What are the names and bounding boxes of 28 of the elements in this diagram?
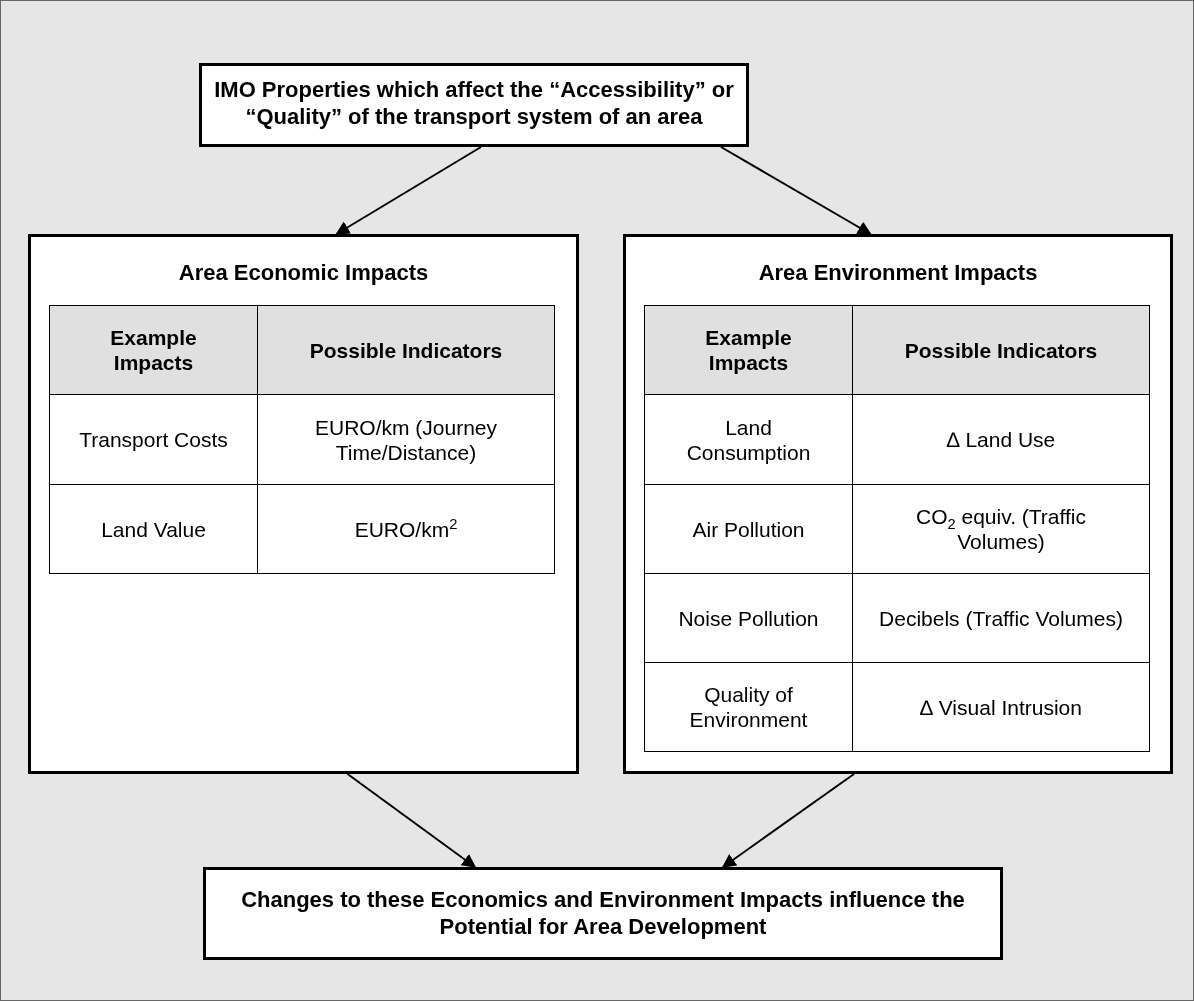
- text-box: [199, 63, 749, 147]
- arrow: [721, 773, 855, 868]
- box-title: Area Economic Impacts: [177, 259, 430, 286]
- table-cell: Decibels (Traffic Volumes): [852, 573, 1150, 663]
- table-cell: Quality of Environment: [644, 662, 853, 752]
- arrow: [720, 146, 872, 235]
- table-cell: ∆ Land Use: [852, 394, 1150, 485]
- table-cell: Air Pollution: [644, 484, 853, 574]
- table-cell: Land Consumption: [644, 394, 853, 485]
- table-cell: CO$_{2}$ equiv. (Traffic Volumes): [852, 484, 1150, 574]
- text-box: [203, 867, 1003, 960]
- table-header-cell: Possible Indicators: [852, 305, 1150, 395]
- box-title: IMO Properties which affect the “Accessibility” or “Quality” of the transport system of an area: [213, 76, 735, 130]
- arrow: [346, 773, 477, 868]
- table-cell: EURO/km$^{2}$: [257, 484, 555, 574]
- box-title: Area Environment Impacts: [757, 259, 1039, 286]
- table-cell: Transport Costs: [49, 394, 258, 485]
- table-cell: ∆ Visual Intrusion: [852, 662, 1150, 752]
- text-box: [28, 234, 579, 774]
- arrow: [335, 146, 482, 235]
- box-title: Changes to these Economics and Environment Impacts influence the Potential for Area Development: [240, 886, 966, 940]
- text-box: [623, 234, 1173, 774]
- table-cell: Land Value: [49, 484, 258, 574]
- table-cell: EURO/km (Journey Time/Distance): [257, 394, 555, 485]
- table-header-cell: Example Impacts: [49, 305, 258, 395]
- table-cell: Noise Pollution: [644, 573, 853, 663]
- table-header-cell: Possible Indicators: [257, 305, 555, 395]
- table-header-cell: Example Impacts: [644, 305, 853, 395]
